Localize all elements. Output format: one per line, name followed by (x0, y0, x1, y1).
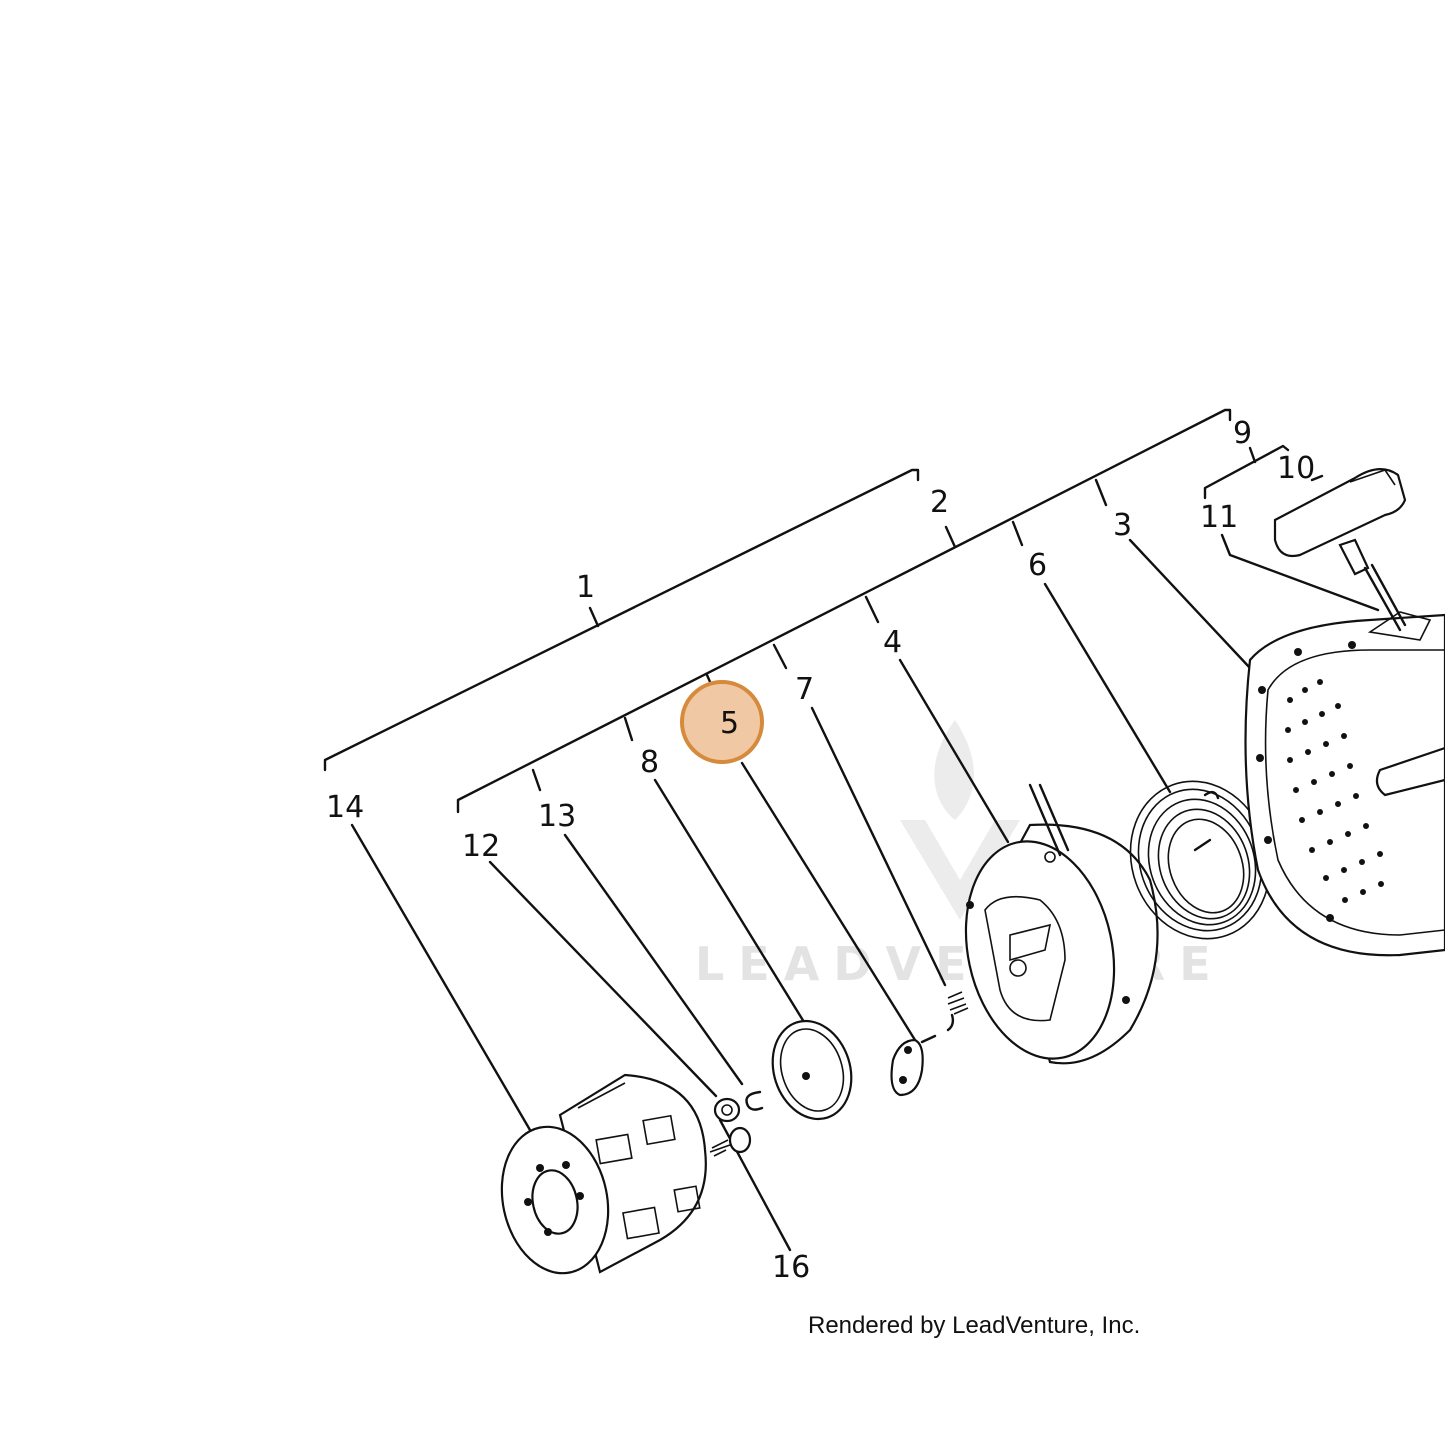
starter-housing (1244, 611, 1445, 957)
callout-3[interactable]: 3 (1113, 508, 1132, 543)
screw (709, 1126, 752, 1157)
housing-perforations (1285, 679, 1384, 903)
callout-16[interactable]: 16 (772, 1250, 810, 1285)
flame-v-logo-icon (900, 720, 1020, 920)
callout-8[interactable]: 8 (640, 745, 659, 780)
callout-9[interactable]: 9 (1233, 416, 1252, 451)
render-credit: Rendered by LeadVenture, Inc. (808, 1312, 1140, 1339)
callout-6[interactable]: 6 (1028, 548, 1047, 583)
pawl (890, 1034, 937, 1097)
e-clip (745, 1090, 764, 1111)
callout-1[interactable]: 1 (576, 570, 595, 605)
friction-plate (771, 1019, 853, 1121)
callout-2[interactable]: 2 (930, 485, 949, 520)
starter-handle (1273, 468, 1407, 632)
callout-13[interactable]: 13 (538, 799, 576, 834)
highlight-ring (680, 680, 764, 764)
callout-4[interactable]: 4 (883, 625, 902, 660)
callout-labels: 1 2 3 4 5 6 7 8 9 10 11 12 13 14 16 (326, 416, 1315, 1285)
reel (964, 783, 1159, 1065)
pulley-cup (500, 1073, 707, 1275)
callout-10[interactable]: 10 (1277, 451, 1315, 486)
callout-7[interactable]: 7 (795, 672, 814, 707)
callout-12[interactable]: 12 (462, 829, 500, 864)
callout-11[interactable]: 11 (1200, 500, 1238, 535)
pawl-spring (946, 991, 969, 1032)
callout-brackets (323, 408, 1380, 1252)
callout-5[interactable]: 5 (720, 706, 739, 741)
callout-14[interactable]: 14 (326, 790, 364, 825)
washer (713, 1097, 741, 1123)
